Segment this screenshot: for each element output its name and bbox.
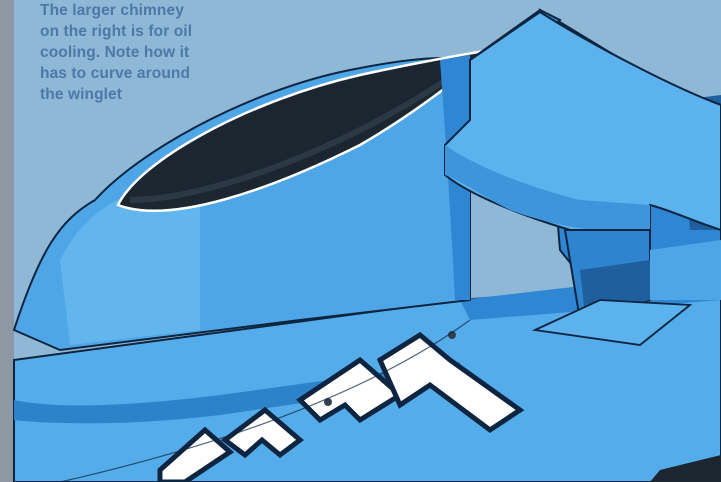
caption-text: The larger chimney on the right is for o… (40, 0, 230, 105)
caption-line: the winglet (40, 84, 230, 105)
caption-line: The larger chimney (40, 0, 230, 21)
caption-line: has to curve around (40, 63, 230, 84)
left-margin-strip (0, 0, 14, 482)
caption-line: on the right is for oil (40, 21, 230, 42)
caption-line: cooling. Note how it (40, 42, 230, 63)
right-bodywork (650, 240, 721, 300)
